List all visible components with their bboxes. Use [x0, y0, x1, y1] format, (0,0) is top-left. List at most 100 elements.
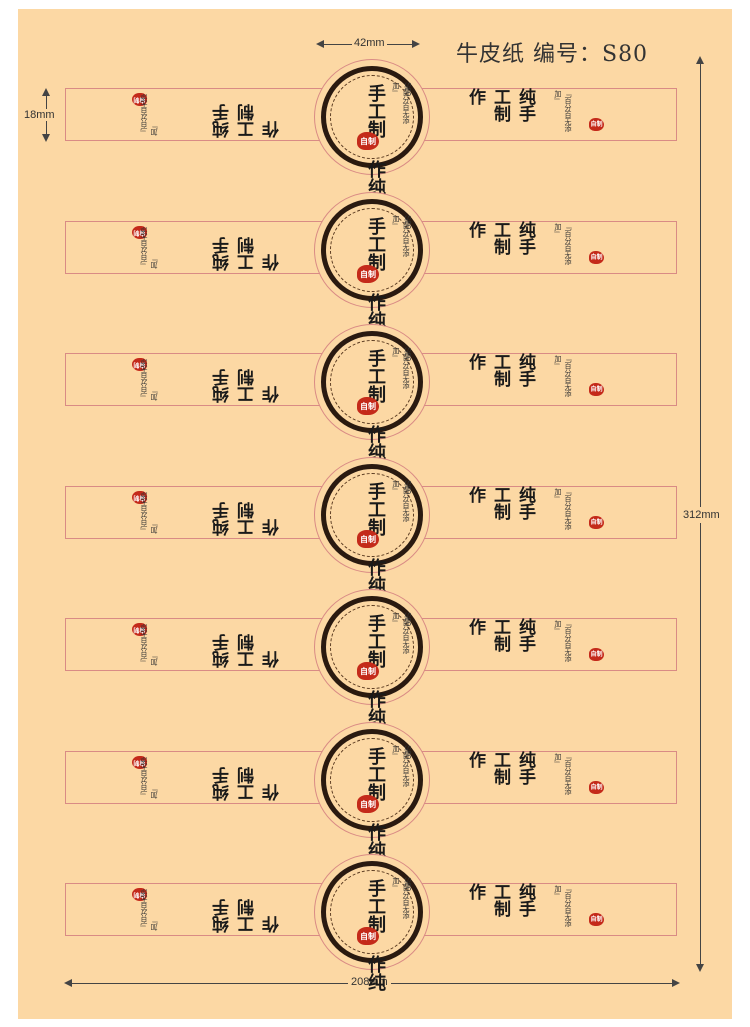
circle-main-text: 手工制作纯 — [348, 349, 388, 461]
circle-width-label: 42mm — [352, 37, 387, 49]
main-text: 纯手工制作 — [213, 237, 283, 271]
brush-ring — [321, 331, 423, 433]
slogan-text: 『百分百无添加』 — [392, 745, 410, 787]
circle-main-char: 手工制作 — [365, 217, 386, 311]
main-text: 纯手工制作 — [465, 221, 535, 255]
circle-main-char: 手工制作 — [365, 349, 386, 443]
circle-main-text: 手工制作纯 — [348, 614, 388, 726]
circle-main-char: 手工制作 — [365, 879, 386, 973]
seal-stamp: 自制 — [589, 913, 604, 926]
seal-stamp: 自制 — [357, 795, 379, 813]
left-label-block: 纯手工制作 自制 『百分百无添加』 — [125, 90, 285, 138]
arrow-up-icon — [696, 56, 704, 64]
circle-main-char: 纯 — [365, 443, 386, 461]
slogan-text: 『百分百无添加』 — [554, 753, 572, 795]
code-text: S80 — [403, 745, 412, 760]
seal-stamp: 自制 — [589, 781, 604, 794]
main-text: 纯手工制作 — [213, 899, 283, 933]
left-label-block: 纯手工制作 自制 『百分百无添加』 — [125, 223, 285, 271]
arrow-right-icon — [412, 40, 420, 48]
slogan-text: 『百分百无添加』 — [392, 877, 410, 919]
code-text: S80 — [403, 480, 412, 495]
circle-main-char: 手工制作 — [365, 84, 386, 178]
arrow-left-icon — [64, 979, 72, 987]
circle-main-char: 手工制作 — [365, 482, 386, 576]
main-text: 纯手工制作 — [213, 634, 283, 668]
main-text: 纯手工制作 — [213, 104, 283, 138]
slogan-text: 『百分百无添加』 — [140, 757, 158, 799]
slogan-text: 『百分百无添加』 — [392, 215, 410, 257]
seal-stamp: 自制 — [357, 397, 379, 415]
sheet-title: 牛皮纸 编号：S80 — [456, 42, 649, 67]
main-text: 纯手工制作 — [465, 353, 535, 387]
seal-stamp: 自制 — [357, 132, 379, 150]
main-text: 纯手工制作 — [465, 618, 535, 652]
slogan-text: 『百分百无添加』 — [554, 223, 572, 265]
code-text: S80 — [403, 877, 412, 892]
slogan-text: 『百分百无添加』 — [392, 347, 410, 389]
circle-main-text: 手工制作纯 — [348, 879, 388, 991]
total-width-label: 208mm — [348, 976, 391, 988]
label-band-6: 纯手工制作 自制 『百分百无添加』 S80 『百分百无添加』 手工制作纯 自制 … — [65, 722, 677, 859]
seal-stamp: 自制 — [589, 516, 604, 529]
label-band-5: 纯手工制作 自制 『百分百无添加』 S80 『百分百无添加』 手工制作纯 自制 … — [65, 589, 677, 726]
circle-main-text: 手工制作纯 — [348, 747, 388, 859]
brush-ring — [321, 199, 423, 301]
circle-main-char: 手工制作 — [365, 614, 386, 708]
code-text: S80 — [403, 612, 412, 627]
seal-stamp: 自制 — [589, 383, 604, 396]
main-text: 纯手工制作 — [465, 88, 535, 122]
left-label-block: 纯手工制作 自制 『百分百无添加』 — [125, 885, 285, 933]
label-band-7: 纯手工制作 自制 『百分百无添加』 S80 『百分百无添加』 手工制作纯 自制 … — [65, 854, 677, 991]
slogan-text: 『百分百无添加』 — [392, 480, 410, 522]
code-text: S80 — [403, 82, 412, 97]
main-text: 纯手工制作 — [213, 502, 283, 536]
label-band-1: 纯手工制作 自制 『百分百无添加』 S80 『百分百无添加』 手工制作纯 自制 … — [65, 59, 677, 196]
left-label-block: 纯手工制作 自制 『百分百无添加』 — [125, 753, 285, 801]
main-text: 纯手工制作 — [213, 767, 283, 801]
seal-stamp: 自制 — [357, 530, 379, 548]
brush-ring — [321, 464, 423, 566]
circle-main-text: 手工制作纯 — [348, 84, 388, 196]
left-label-block: 纯手工制作 自制 『百分百无添加』 — [125, 488, 285, 536]
seal-stamp: 自制 — [357, 662, 379, 680]
arrow-up-icon — [42, 88, 50, 96]
label-band-2: 纯手工制作 自制 『百分百无添加』 S80 『百分百无添加』 手工制作纯 自制 … — [65, 192, 677, 329]
circle-main-text: 手工制作纯 — [348, 482, 388, 594]
main-text: 纯手工制作 — [465, 883, 535, 917]
seal-stamp: 自制 — [357, 927, 379, 945]
brush-ring — [321, 66, 423, 168]
main-text: 纯手工制作 — [213, 369, 283, 403]
left-label-block: 纯手工制作 自制 『百分百无添加』 — [125, 620, 285, 668]
main-text: 纯手工制作 — [465, 486, 535, 520]
slogan-text: 『百分百无添加』 — [140, 889, 158, 931]
slogan-text: 『百分百无添加』 — [140, 94, 158, 136]
arrow-right-icon — [672, 979, 680, 987]
slogan-text: 『百分百无添加』 — [554, 488, 572, 530]
slogan-text: 『百分百无添加』 — [392, 612, 410, 654]
slogan-text: 『百分百无添加』 — [140, 359, 158, 401]
slogan-text: 『百分百无添加』 — [554, 355, 572, 397]
circle-main-char: 纯 — [365, 178, 386, 196]
slogan-text: 『百分百无添加』 — [392, 82, 410, 124]
slogan-text: 『百分百无添加』 — [554, 885, 572, 927]
circle-main-char: 手工制作 — [365, 747, 386, 841]
arrow-down-icon — [696, 964, 704, 972]
arrow-left-icon — [316, 40, 324, 48]
seal-stamp: 自制 — [589, 648, 604, 661]
brush-ring — [321, 861, 423, 963]
code-text: S80 — [403, 215, 412, 230]
circle-main-char: 纯 — [365, 708, 386, 726]
label-band-3: 纯手工制作 自制 『百分百无添加』 S80 『百分百无添加』 手工制作纯 自制 … — [65, 324, 677, 461]
arrow-down-icon — [42, 134, 50, 142]
left-label-block: 纯手工制作 自制 『百分百无添加』 — [125, 355, 285, 403]
slogan-text: 『百分百无添加』 — [140, 227, 158, 269]
main-text: 纯手工制作 — [465, 751, 535, 785]
code-text: S80 — [403, 347, 412, 362]
slogan-text: 『百分百无添加』 — [554, 90, 572, 132]
seal-stamp: 自制 — [357, 265, 379, 283]
brush-ring — [321, 729, 423, 831]
seal-stamp: 自制 — [589, 118, 604, 131]
slogan-text: 『百分百无添加』 — [554, 620, 572, 662]
total-height-label: 312mm — [683, 507, 720, 523]
